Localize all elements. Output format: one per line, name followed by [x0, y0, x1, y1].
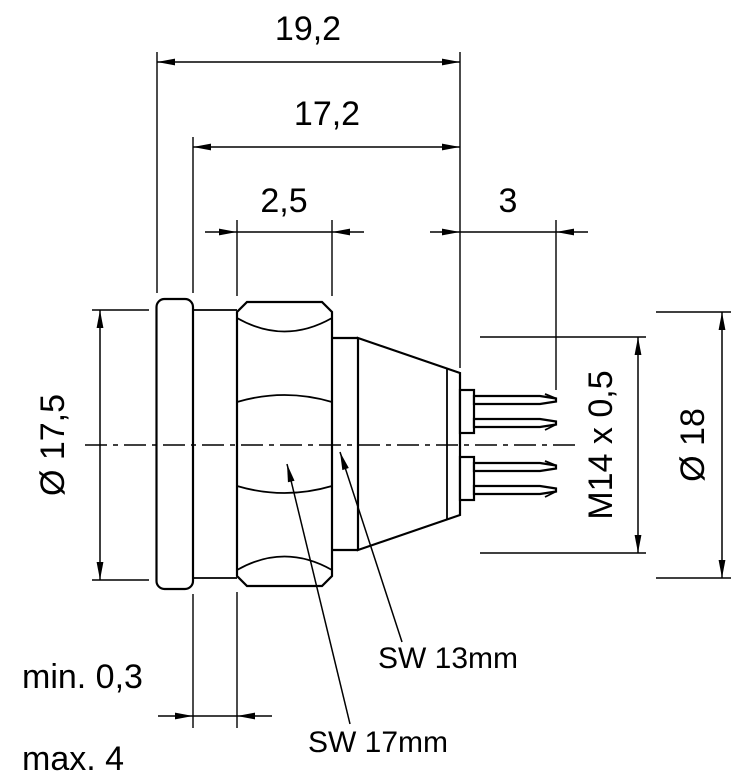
contact-insert-lower — [458, 455, 476, 502]
panel-gap-section — [193, 309, 237, 579]
dim-nut-thickness-label: 2,5 — [260, 182, 307, 220]
contact-tip-forks — [544, 393, 557, 498]
dim-outer-diameter: Ø 18 — [656, 311, 731, 579]
dim-termination-length: 3 — [430, 182, 588, 390]
hex-small-label: SW 13mm — [378, 642, 518, 675]
nut-facet-arc — [236, 317, 333, 333]
panel-thickness-min-label: min. 0,3 — [22, 658, 143, 696]
leader-sw13: SW 13mm — [339, 451, 518, 675]
contact-pin — [472, 484, 558, 496]
hex-nut-sw17 — [235, 300, 334, 588]
dim-flange-diameter-label: Ø 17,5 — [34, 394, 72, 496]
dim-overall-length-label: 19,2 — [275, 10, 341, 48]
dim-flange-diameter: Ø 17,5 — [34, 309, 149, 581]
dim-overall-length: 19,2 — [156, 10, 461, 368]
dim-body-length: 17,2 — [192, 95, 460, 293]
nut-facet-arc — [236, 485, 333, 494]
nut-facet-arc — [236, 555, 333, 571]
dim-body-length-label: 17,2 — [294, 95, 360, 133]
contact-pin — [472, 394, 558, 406]
dim-outer-diameter-label: Ø 18 — [674, 408, 712, 482]
contact-insert-upper — [458, 388, 476, 435]
thread-section — [332, 336, 358, 552]
dim-nut-thickness: 2,5 — [205, 182, 364, 296]
dim-thread-label: M14 x 0,5 — [582, 370, 620, 519]
leader-line — [286, 463, 351, 725]
hex-large-label: SW 17mm — [308, 726, 448, 759]
contact-pin — [472, 461, 558, 473]
dim-thread: M14 x 0,5 — [480, 336, 646, 554]
contact-pin — [472, 417, 558, 429]
dim-panel-thickness: min. 0,3 max. 4 — [22, 592, 272, 777]
dim-termination-length-label: 3 — [499, 182, 518, 220]
mounting-flange — [155, 297, 195, 591]
nut-facet-arc — [236, 394, 333, 403]
leader-sw17: SW 17mm — [286, 463, 448, 759]
panel-thickness-max-label: max. 4 — [22, 740, 124, 777]
leader-line — [339, 451, 403, 643]
connector-side-view — [155, 297, 558, 591]
connector-body-cone — [356, 336, 462, 552]
solder-contacts — [458, 388, 558, 502]
